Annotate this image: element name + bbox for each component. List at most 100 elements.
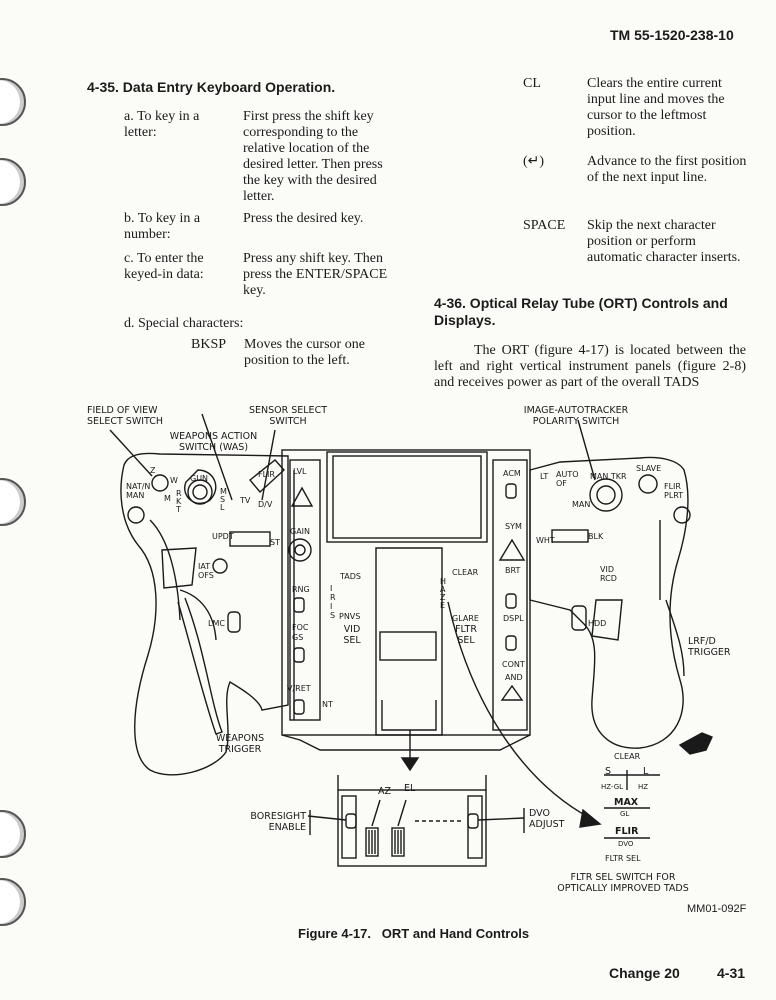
label-auto-of: AUTO OF <box>556 470 579 488</box>
label-man-tkr: MAN TKR <box>590 472 627 481</box>
autotracker-polarity-knob <box>589 478 623 512</box>
inset-s: S <box>605 766 612 777</box>
item-c-term: c. To enter the keyed-in data: <box>124 251 204 282</box>
az-thumbwheel <box>365 827 379 857</box>
item-a-desc: First press the shift key corresponding … <box>243 109 383 204</box>
label-fltr-sel: FLTR SEL <box>455 624 477 646</box>
item-b-desc: Press the desired key. <box>243 211 364 226</box>
label-st: ST <box>270 538 280 547</box>
label-fov-z: Z <box>150 466 156 475</box>
special-desc-space: Skip the next character position or perf… <box>587 218 741 265</box>
label-iat-ofs: IAT OFS <box>198 562 214 580</box>
callout-field-of-view: FIELD OF VIEW SELECT SWITCH <box>87 405 164 427</box>
section-4-36-paragraph: The ORT (figure 4-17) is located between… <box>434 343 746 390</box>
label-blk: BLK <box>588 532 604 541</box>
inset-max: MAX <box>614 797 639 808</box>
inset-flir: FLIR <box>615 826 639 837</box>
inset-gl: GL <box>620 810 630 818</box>
special-desc-cl: Clears the entire current input line and… <box>587 76 725 139</box>
label-rng: RNG <box>292 585 310 594</box>
label-man: MAN <box>572 500 591 509</box>
label-vid-sel: VID SEL <box>343 624 361 646</box>
label-updt: UPDT <box>212 532 234 541</box>
pointing-hand-icon <box>678 732 713 755</box>
inset-fltr-sel: FLTR SEL <box>605 854 641 863</box>
special-characters-heading: d. Special characters: <box>124 316 244 331</box>
label-el: EL <box>404 783 416 794</box>
item-c-desc: Press any shift key. Then press the ENTE… <box>243 251 388 298</box>
figure-id: MM01-092F <box>687 903 747 915</box>
label-vid-rcd: VID RCD <box>600 565 617 583</box>
label-brt: BRT <box>505 566 521 575</box>
footer-change: Change 20 <box>609 965 680 981</box>
inset-clear: CLEAR <box>614 752 641 761</box>
label-cont: CONT <box>502 660 525 669</box>
ort-detail-view <box>337 789 487 867</box>
left-fov-knob <box>151 474 169 492</box>
callout-lrfd-trigger: LRF/D TRIGGER <box>688 636 731 658</box>
item-a-term: a. To key in a letter: <box>124 109 200 140</box>
callout-image-autotracker: IMAGE-AUTOTRACKER POLARITY SWITCH <box>523 405 629 427</box>
label-tads: TADS <box>340 572 361 581</box>
label-dspl: DSPL <box>503 614 524 623</box>
label-gun: GUN <box>190 474 209 483</box>
label-gain: GAIN <box>290 527 311 536</box>
label-dvo: D/V <box>258 500 273 509</box>
label-sym: SYM <box>505 522 522 531</box>
label-gs: GS <box>292 633 304 642</box>
special-desc-advance: Advance to the first position of the nex… <box>587 154 747 185</box>
label-slave: SLAVE <box>636 464 662 473</box>
right-hand-control-outline <box>529 456 689 749</box>
special-key-cl: CL <box>523 76 541 91</box>
inset-dvo: DVO <box>618 840 634 848</box>
label-lvl: LVL <box>293 467 307 476</box>
label-flir-plrt: FLIR PLRT <box>664 482 684 500</box>
label-lmc: LMC <box>208 619 225 628</box>
callout-weapons-trigger: WEAPONS TRIGGER <box>215 733 265 755</box>
label-pnvs: PNVS <box>339 612 361 621</box>
label-msl: MSL <box>220 487 227 512</box>
document-number: TM 55-1520-238-10 <box>610 27 734 43</box>
inset-l: L <box>643 766 649 777</box>
el-thumbwheel <box>391 827 405 857</box>
special-key-bksp: BKSP <box>191 337 227 352</box>
label-lt: LT <box>540 472 549 481</box>
ort-display-screen <box>326 451 488 543</box>
label-foc: FOC <box>292 623 309 632</box>
label-haze: HAZE <box>440 577 447 610</box>
figure-caption: Figure 4-17. ORT and Hand Controls <box>298 926 530 941</box>
callout-boresight-enable: BORESIGHT ENABLE <box>250 811 306 833</box>
label-wht: WHT <box>536 536 555 545</box>
label-acm: ACM <box>503 469 521 478</box>
callout-sensor-select: SENSOR SELECT SWITCH <box>248 405 328 427</box>
footer-page-number: 4-31 <box>717 965 746 981</box>
inset-hz: HZ <box>638 783 649 791</box>
label-hdd: HDD <box>588 619 607 628</box>
section-4-36-heading: 4-36. Optical Relay Tube (ORT) Controls … <box>434 295 728 328</box>
label-az: AZ <box>378 786 392 797</box>
label-glare: GLARE <box>452 614 479 623</box>
special-desc-bksp: Moves the cursor one position to the lef… <box>244 337 365 368</box>
inset-hz-gl: HZ-GL <box>601 783 624 791</box>
section-4-35-heading: 4-35. Data Entry Keyboard Operation. <box>87 79 336 95</box>
down-arrow <box>400 757 420 772</box>
label-flir: FLIR <box>258 470 275 479</box>
special-key-space: SPACE <box>523 218 566 233</box>
label-rkt: RKT <box>176 489 182 514</box>
label-tv: TV <box>240 496 251 505</box>
left-hand-control-outline <box>120 452 289 776</box>
label-iris: IRIS <box>330 584 336 620</box>
label-and: AND <box>505 673 523 682</box>
callout-dvo-adjust: DVO ADJUST <box>529 808 565 830</box>
label-nt: NT <box>322 700 333 709</box>
label-vret: V/RET <box>287 684 311 693</box>
special-key-advance: (↵) <box>523 154 545 169</box>
callout-fltr-sel-switch: FLTR SEL SWITCH FOR OPTICALLY IMPROVED T… <box>557 872 689 894</box>
label-fov-w: W <box>170 476 178 485</box>
label-fov-m: M <box>164 494 171 503</box>
weapons-action-knob <box>187 479 213 505</box>
label-clear: CLEAR <box>452 568 479 577</box>
item-b-term: b. To key in a number: <box>124 211 201 242</box>
label-nat-man: NAT/N MAN <box>126 482 151 500</box>
